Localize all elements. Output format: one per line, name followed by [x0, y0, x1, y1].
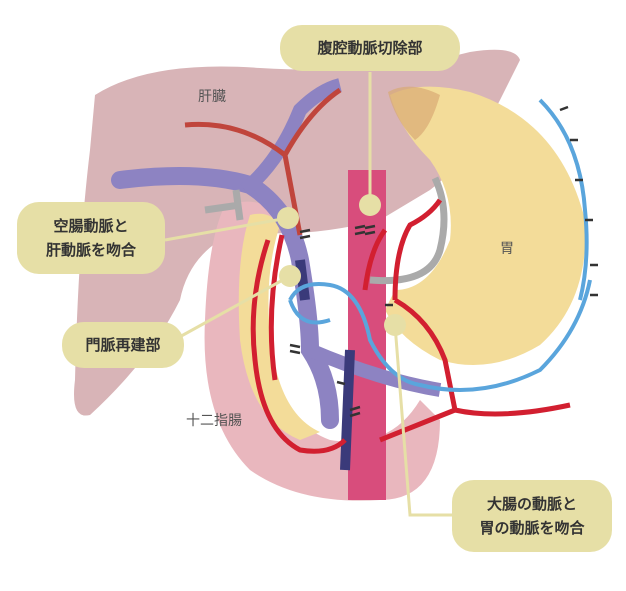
jejunal-artery — [250, 234, 347, 454]
anchor-dots — [277, 194, 406, 336]
liver-label: 肝臓 — [198, 89, 226, 105]
grey-vessel — [204, 176, 448, 285]
stomach-label: 胃 — [500, 241, 514, 257]
stomach-fundus — [388, 86, 440, 140]
dark-vein — [295, 259, 355, 471]
callout-colic-gastric-anastomosis: 大腸の動脈と 胃の動脈を吻合 — [452, 480, 612, 552]
hepatic-artery — [184, 87, 342, 236]
callout-text-line2: 肝動脈を吻合 — [45, 241, 136, 259]
callout-text-line2: 胃の動脈を吻合 — [479, 519, 585, 537]
gastric-artery — [362, 198, 571, 443]
callout-text: 腹腔動脈切除部 — [317, 39, 423, 57]
portal-vein-branch — [240, 78, 342, 196]
stomach-shape — [385, 86, 586, 366]
blue-vessel — [288, 98, 592, 392]
callout-jejunal-hepatic-anastomosis: 空腸動脈と 肝動脈を吻合 — [17, 202, 165, 274]
callout-celiac-resection: 腹腔動脈切除部 — [280, 25, 460, 71]
callout-portal-reconstruction: 門脈再建部 — [62, 322, 184, 368]
callout-text-line1: 大腸の動脈と — [486, 495, 577, 513]
portal-vein — [111, 167, 339, 429]
callout-text: 門脈再建部 — [85, 336, 161, 354]
duodenum-label: 十二指腸 — [186, 413, 242, 429]
callout-text-line1: 空腸動脈と — [53, 217, 129, 235]
callout-leader-lines — [164, 72, 460, 517]
suture-marks — [289, 105, 598, 418]
